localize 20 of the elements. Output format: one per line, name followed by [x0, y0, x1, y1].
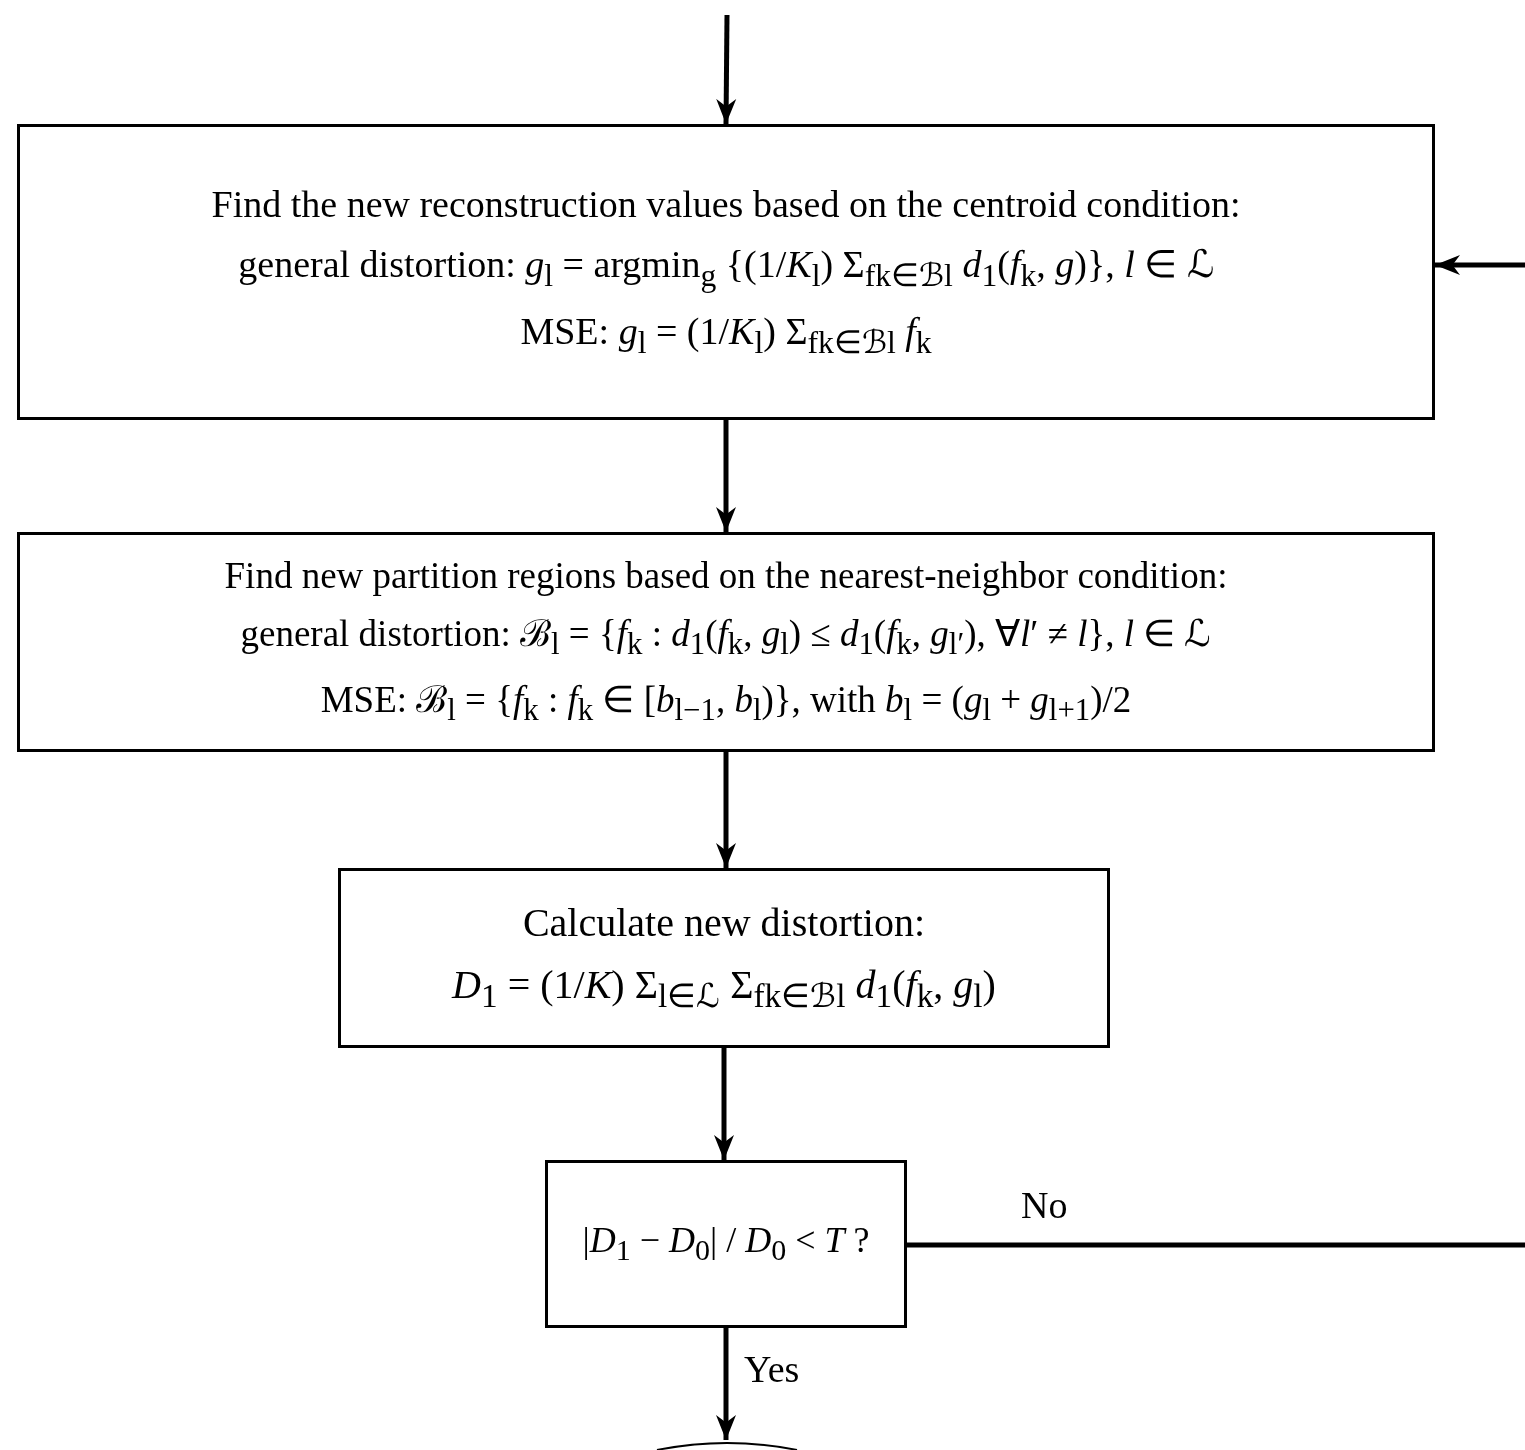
formula-text: general distortion: g$_{l}$ = argmin$_{g}$ {(1/K$_{l}$) Σ$_{fk∈ℬl}$ d$_{1}$(f$_{k}$, g)}, l ∈ ℒ: [238, 242, 1214, 294]
box-heading: Find new partition regions based on the nearest-neighbor condition:: [224, 554, 1228, 598]
process-box: [338, 868, 1110, 1048]
process-box: [17, 124, 1435, 420]
arrow: [1435, 255, 1525, 275]
formula-text: MSE: g$_{l}$ = (1/K$_{l}$) Σ$_{fk∈ℬl}$ f$_{k}$: [520, 309, 932, 361]
box-heading: Find the new reconstruction values based on the centroid condition:: [211, 183, 1241, 227]
formula-text: general distortion: ℬ$_{l}$ = {f$_{k}$ : d$_{1}$(f$_{k}$, g$_{l}$) ≤ d$_{1}$(f$_{k}$, g$_{l′}$), ∀l′ ≠ l}, l ∈ ℒ: [240, 613, 1212, 664]
formula-text: |D$_{1}$ − D$_{0}$| / D$_{0}$ < T ?: [582, 1220, 870, 1268]
box-heading: Calculate new distortion:: [522, 900, 926, 947]
arrow: [716, 14, 737, 125]
arrow: [716, 752, 736, 868]
arrow: [714, 1048, 734, 1160]
connector-line: [907, 1242, 1525, 1248]
process-box: [17, 532, 1435, 752]
arrow: [716, 1328, 736, 1440]
arrow: [716, 420, 736, 532]
process-box: [545, 1160, 907, 1328]
formula-text: D$_{1}$ = (1/K) Σ$_{l∈ℒ}$ Σ$_{fk∈ℬl}$ d$_{1}$(f$_{k}$, g$_{l}$): [452, 962, 996, 1016]
formula-text: MSE: ℬ$_{l}$ = {f$_{k}$ : f$_{k}$ ∈ [b$_{l−1}$, b$_{l}$)}, with b$_{l}$ = (g$_{l}$ + g$_{l+1}$)/2: [320, 679, 1132, 730]
